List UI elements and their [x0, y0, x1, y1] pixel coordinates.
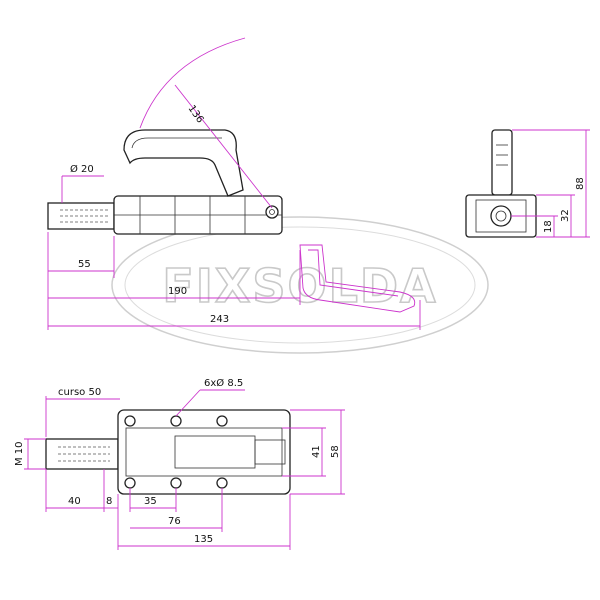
- mount-hole-6: [216, 477, 228, 489]
- watermark: FIXSOLDA: [111, 216, 489, 354]
- open-handle-outline: [299, 244, 416, 313]
- top-base-plate: [117, 409, 291, 495]
- radius-arc: [139, 37, 246, 129]
- handle-inner-edge: [131, 137, 222, 149]
- open-handle-inner: [308, 249, 399, 297]
- pivot-pin: [265, 205, 279, 219]
- mount-hole-3: [216, 415, 228, 427]
- top-link: [254, 439, 286, 465]
- holes-label: 6xØ 8.5: [204, 377, 243, 389]
- end-bore: [490, 205, 512, 227]
- top-slot: [125, 427, 283, 477]
- mount-hole-4: [124, 477, 136, 489]
- dim-55: 55: [78, 259, 91, 270]
- mount-hole-1: [124, 415, 136, 427]
- dim-40: 40: [68, 496, 81, 507]
- stroke-label: curso 50: [58, 387, 101, 398]
- dim-radius-136: 136: [186, 103, 206, 125]
- watermark-ellipse-outer: [111, 216, 489, 354]
- radius-leader: [174, 84, 273, 209]
- dim-88: 88: [575, 177, 586, 190]
- mount-hole-5: [170, 477, 182, 489]
- dim-8: 8: [106, 496, 112, 507]
- holes-leader: [175, 389, 201, 417]
- watermark-ellipse-inner: [124, 226, 476, 344]
- mount-hole-2: [170, 415, 182, 427]
- dim-76: 76: [168, 516, 181, 527]
- end-handle: [491, 129, 513, 196]
- dim-135: 135: [194, 534, 213, 545]
- dim-32: 32: [560, 209, 571, 222]
- dim-diameter-20: Ø 20: [70, 163, 94, 175]
- dim-58: 58: [330, 445, 341, 458]
- pivot-pin-center: [269, 209, 275, 215]
- side-view: 136 Ø 20 55 190 243: [47, 37, 421, 330]
- thread-label: M 10: [14, 441, 25, 466]
- dim-190: 190: [168, 286, 187, 297]
- end-bore-thread: [495, 210, 507, 222]
- dim-18: 18: [543, 220, 554, 233]
- top-plunger-rod: [45, 438, 119, 470]
- watermark-brand-text: FIXSOLDA: [162, 259, 437, 313]
- dim-41: 41: [311, 445, 322, 458]
- clamp-handle: [123, 129, 244, 197]
- top-view: curso 50 6xØ 8.5 M 10 40 8 35 76 135 41: [14, 377, 345, 550]
- dim-35: 35: [144, 496, 157, 507]
- end-view: 88 32 18: [465, 129, 590, 238]
- dim-243: 243: [210, 314, 229, 325]
